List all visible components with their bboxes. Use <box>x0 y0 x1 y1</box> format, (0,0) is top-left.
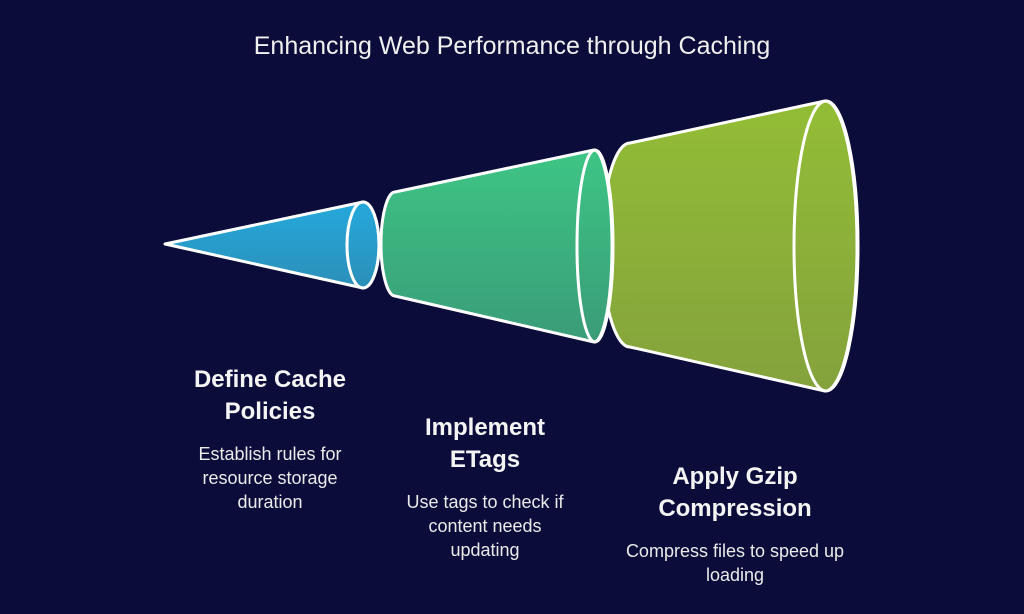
diagram-title: Enhancing Web Performance through Cachin… <box>253 32 771 60</box>
step-implement-etags: Implement ETags Use tags to check if con… <box>395 412 575 562</box>
step-heading: Apply Gzip Compression <box>658 463 812 522</box>
step-description: Compress files to speed up loading <box>625 541 845 585</box>
funnel-segment-1 <box>163 200 381 290</box>
step-description: Use tags to check if content needs updat… <box>406 492 564 560</box>
step-heading: Implement ETags <box>424 414 546 473</box>
funnel-segment-2 <box>379 148 615 344</box>
funnel-segment-3 <box>600 99 860 393</box>
step-define-cache-policies: Define Cache Policies Establish rules fo… <box>170 364 370 514</box>
step-heading: Define Cache Policies <box>193 366 347 425</box>
step-apply-gzip-compression: Apply Gzip Compression Compress files to… <box>625 461 845 587</box>
step-description: Establish rules for resource storage dur… <box>198 444 342 512</box>
